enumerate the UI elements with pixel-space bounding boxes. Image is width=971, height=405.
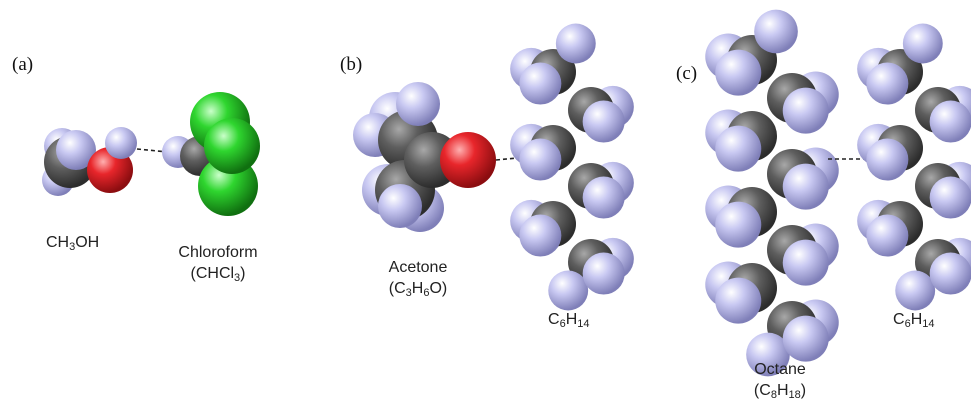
hydrogen-atom: [519, 62, 562, 105]
hydrogen-atom: [782, 163, 829, 210]
hydrogen-atom: [582, 176, 625, 219]
hydrogen-atom: [746, 332, 790, 377]
octane-molecule: [705, 9, 839, 377]
hydrogen-atom: [555, 23, 596, 64]
chloroform-formula: (CHCl3): [190, 265, 246, 284]
panel-label-c: (c): [676, 63, 698, 84]
hydrogen-atom: [929, 176, 971, 219]
chloroform-molecule: [162, 92, 260, 216]
panel-label-b: (b): [340, 54, 363, 75]
acetone-h-atom: [378, 184, 422, 228]
hydrogen-atom: [866, 62, 909, 105]
interaction-dashed-line: [136, 148, 169, 153]
octane-label: Octane (C8H18): [740, 359, 820, 401]
octane-formula: (C8H18): [753, 382, 807, 401]
hydrogen-atom: [582, 100, 625, 143]
hydrogen-atom: [895, 270, 936, 311]
hydrogen-atom: [782, 87, 829, 134]
chloroform-label: Chloroform (CHCl3): [170, 242, 266, 284]
hexane-molecule-c: [857, 23, 971, 311]
hydrogen-atom: [929, 252, 971, 295]
chloroform-cl-atom: [204, 118, 260, 174]
hydrogen-atom: [902, 23, 943, 64]
methanol-h-atom: [56, 130, 96, 170]
hydrogen-atom: [929, 100, 971, 143]
acetone-name: Acetone: [388, 259, 448, 276]
octane-name: Octane: [754, 361, 806, 378]
chloroform-name: Chloroform: [178, 244, 258, 261]
acetone-h-atom: [396, 82, 440, 126]
acetone-molecule: [353, 82, 496, 232]
methanol-label: CH3OH: [46, 234, 100, 253]
hydrogen-atom: [715, 201, 762, 248]
methanol-molecule: [42, 127, 137, 196]
panel-label-a: (a): [12, 54, 34, 75]
hydrogen-atom: [754, 9, 798, 54]
hydrogen-atom: [866, 138, 909, 181]
acetone-formula: (C3H6O): [388, 280, 448, 299]
hydrogen-atom: [782, 239, 829, 286]
hydrogen-atom: [866, 214, 909, 257]
acetone-o-atom: [440, 132, 496, 188]
hydrogen-atom: [582, 252, 625, 295]
acetone-label: Acetone (C3H6O): [372, 257, 464, 299]
hydrogen-atom: [519, 138, 562, 181]
hydrogen-atom: [715, 49, 762, 96]
hydrogen-atom: [548, 270, 589, 311]
hexane-label-c: C6H14: [893, 311, 935, 330]
hydrogen-atom: [715, 277, 762, 324]
hexane-label-b: C6H14: [548, 311, 590, 330]
methanol-h-atom: [105, 127, 137, 159]
hexane-molecule-b: [510, 23, 634, 311]
hydrogen-atom: [715, 125, 762, 172]
hydrogen-atom: [519, 214, 562, 257]
hydrogen-atom: [782, 315, 829, 362]
